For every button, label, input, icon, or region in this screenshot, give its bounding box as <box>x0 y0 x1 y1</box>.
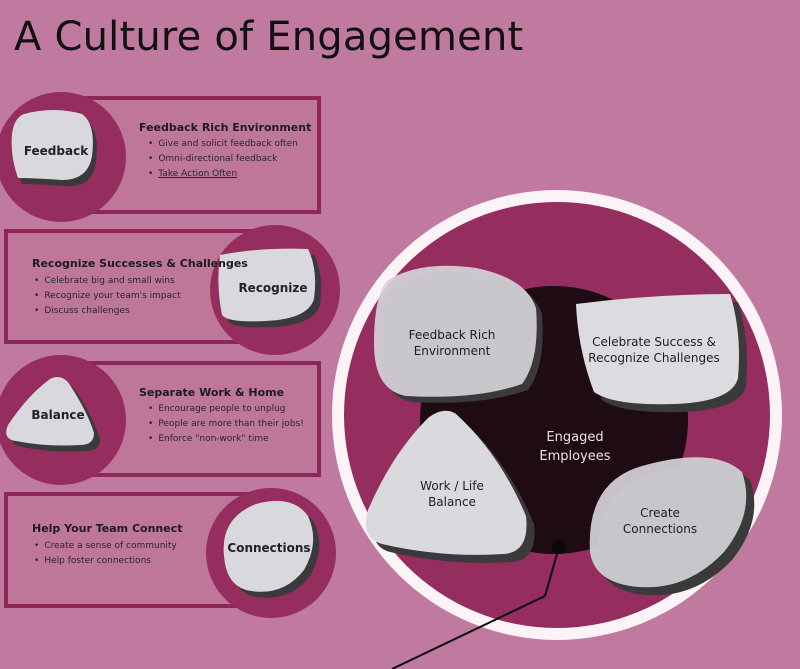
feedback-badge: Feedback <box>0 92 126 222</box>
list-item: Give and solicit feedback often <box>148 137 298 152</box>
list-item: Help foster connections <box>34 554 177 569</box>
balance-segment-label: Work / Life Balance <box>420 479 484 509</box>
balance-triangle-icon <box>6 377 101 452</box>
celebrate-segment-label: Celebrate Success & Recognize Challenges <box>588 335 720 365</box>
connections-card-heading: Help Your Team Connect <box>32 522 183 535</box>
list-item: Create a sense of community <box>34 539 176 554</box>
balance-segment <box>365 410 527 555</box>
recognize-blob-icon <box>218 248 322 328</box>
connections-segment <box>589 457 747 588</box>
recognize-badge: Recognize <box>210 225 340 355</box>
connections-badge: Connections <box>206 488 336 618</box>
list-item: Encourage people to unplug <box>148 402 304 417</box>
list-item: Celebrate big and small wins <box>34 274 181 289</box>
take-action-link[interactable]: Take Action Often <box>148 167 298 182</box>
connections-ellipse-icon <box>223 500 320 598</box>
feedback-segment <box>374 265 537 397</box>
celebrate-segment <box>576 294 739 405</box>
recognize-badge-label: Recognize <box>238 281 308 295</box>
balance-card-list: Encourage people to unplug People are mo… <box>148 402 304 447</box>
feedback-card-heading: Feedback Rich Environment <box>139 121 312 134</box>
list-item: Enforce "non-work" time <box>148 432 304 447</box>
balance-badge-label: Balance <box>31 408 85 422</box>
recognize-card-heading: Recognize Successes & Challenges <box>32 257 248 270</box>
balance-card-heading: Separate Work & Home <box>139 386 285 399</box>
connections-segment-label: Create Connections <box>622 506 698 536</box>
feedback-segment-label: Feedback Rich Environment <box>408 328 496 358</box>
feedback-card-list: Give and solicit feedback often Omni-dir… <box>148 137 298 182</box>
feedback-badge-label: Feedback <box>23 144 89 158</box>
list-item: Recognize your team's impact <box>34 289 180 304</box>
recognize-card-list: Celebrate big and small wins Recognize y… <box>34 274 181 319</box>
balance-badge: Balance <box>0 355 126 485</box>
list-item: People are more than their jobs! <box>148 417 304 432</box>
page-title: A Culture of Engagement <box>14 14 524 60</box>
list-item: Omni-directional feedback <box>148 152 298 167</box>
connections-card-list: Create a sense of community Help foster … <box>34 539 177 569</box>
diagram-center-label: Engaged Employees <box>539 430 611 464</box>
engagement-diagram-shapes <box>365 265 755 596</box>
feedback-blob-icon <box>11 110 97 187</box>
list-item: Discuss challenges <box>34 304 181 319</box>
connections-badge-label: Connections <box>227 541 311 555</box>
